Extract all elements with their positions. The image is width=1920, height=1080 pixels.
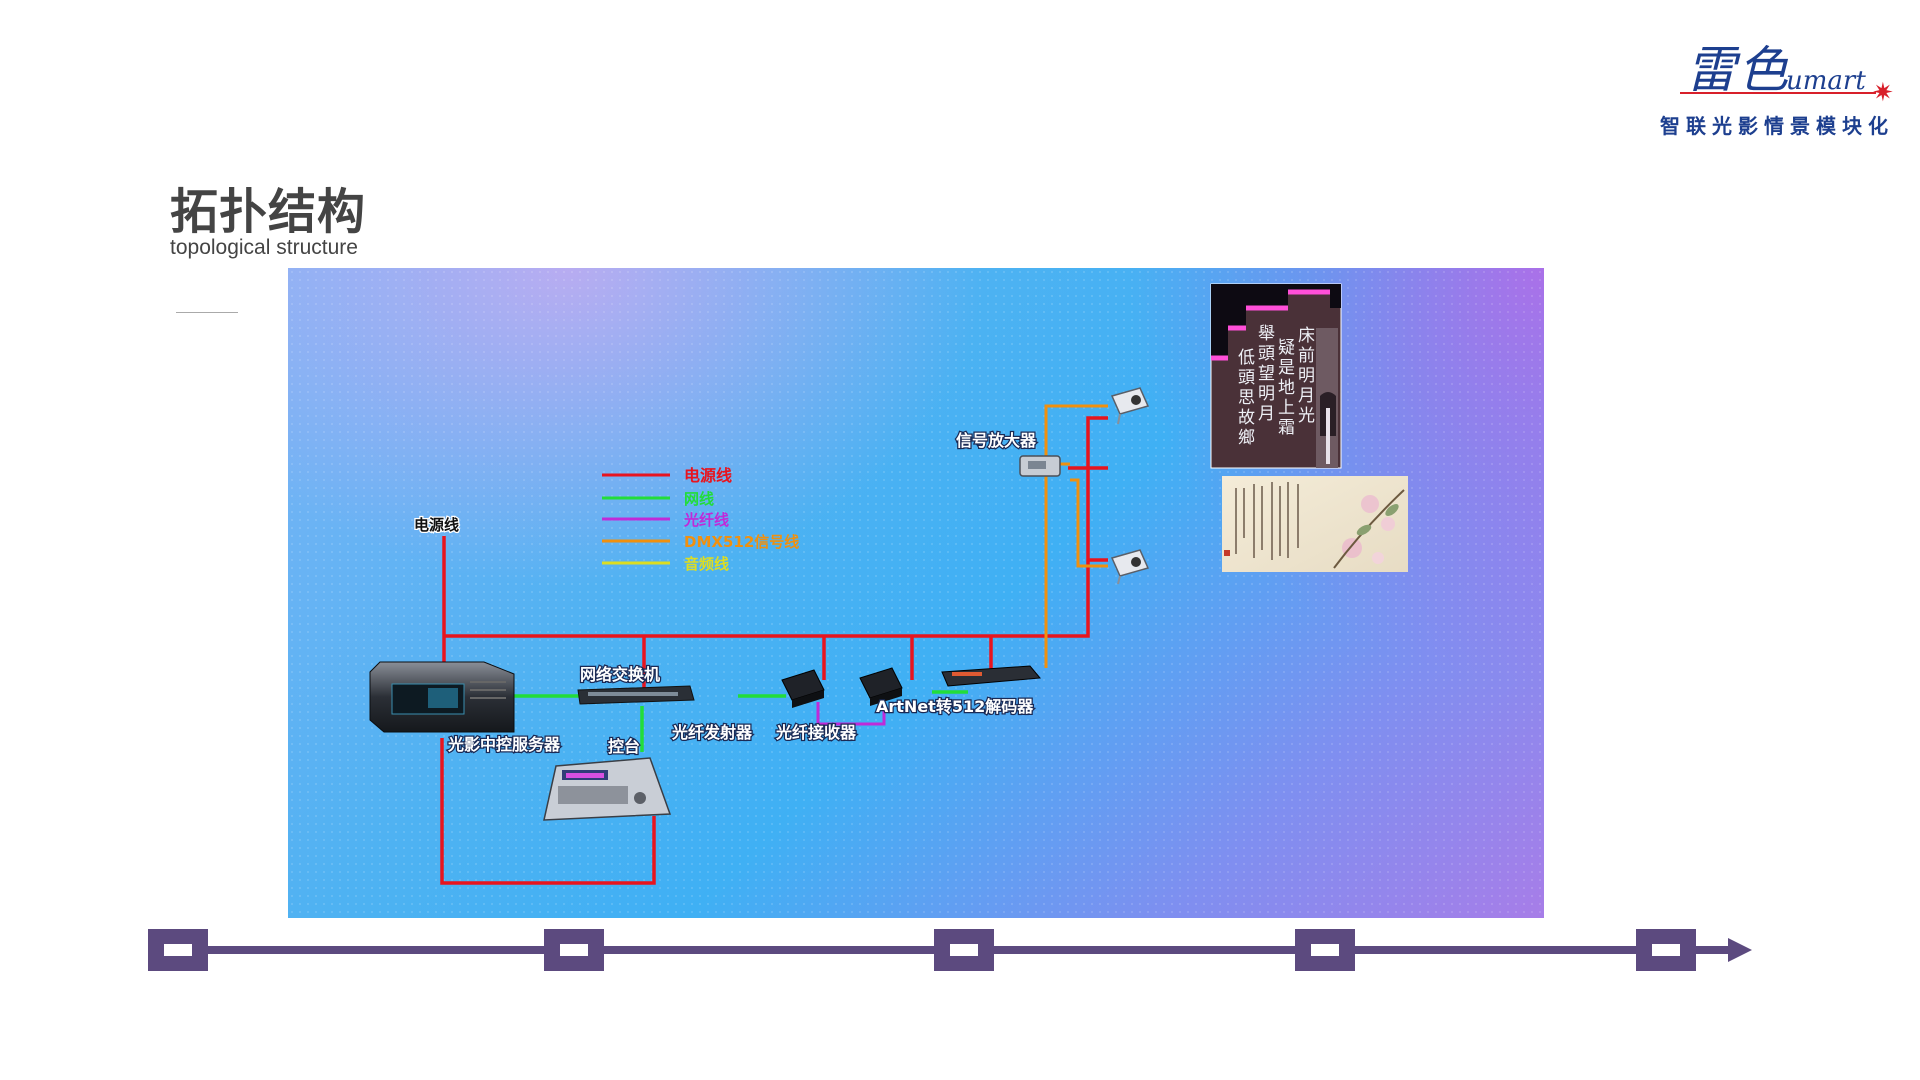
projection-photo-scroll: [1222, 476, 1408, 572]
server-device: [369, 661, 515, 733]
poem-column: 舉頭望明月: [1254, 324, 1275, 424]
timeline-node: [1636, 929, 1696, 971]
fiber-rx-device: [859, 667, 903, 706]
decoder-device: [941, 665, 1041, 687]
switch-device: [577, 685, 695, 705]
legend: 电源线 网线 光纤线 DMX512信号线 音频线: [602, 466, 799, 573]
decoder-label: ArtNet转512解码器: [876, 697, 1034, 716]
legend-label: 网线: [684, 490, 714, 508]
timeline-node: [1295, 929, 1355, 971]
projector-device: [1110, 387, 1150, 425]
page-subtitle: topological structure: [170, 236, 358, 259]
logo-latin: umart: [1786, 66, 1866, 96]
poem-column: 低頭思故鄉: [1234, 348, 1255, 448]
poem-column: 疑是地上霜: [1274, 338, 1295, 438]
legend-label: DMX512信号线: [684, 533, 799, 551]
logo-script: 雷色: [1686, 41, 1790, 99]
logo-underline: [1680, 92, 1876, 94]
page-title: 拓扑结构: [170, 184, 367, 240]
topology-panel: 电源线 网线 光纤线 DMX512信号线 音频线: [288, 268, 1544, 918]
switch-label: 网络交换机: [580, 665, 660, 684]
logo-star-icon: ✷: [1872, 78, 1894, 108]
legend-item-fiber: 光纤线: [602, 511, 729, 529]
dmx-lines: [1044, 404, 1108, 668]
projector-device: [1110, 549, 1150, 585]
poem-column: 床前明月光: [1294, 326, 1315, 426]
console-device: [543, 757, 672, 821]
timeline-decoration: [148, 929, 1752, 971]
timeline-node: [934, 929, 994, 971]
fiber-rx-label: 光纤接收器: [775, 723, 857, 742]
legend-item-power: 电源线: [602, 466, 732, 485]
legend-label: 光纤线: [683, 511, 729, 529]
fiber-lines: [816, 700, 886, 726]
timeline-node: [544, 929, 604, 971]
server-label: 光影中控服务器: [447, 735, 561, 754]
fiber-tx-device: [781, 669, 825, 708]
logo-slogan: 智联光影情景模块化: [1660, 114, 1894, 138]
console-label: 控台: [608, 737, 640, 756]
arrow-right-icon: [1728, 938, 1752, 962]
legend-item-dmx: DMX512信号线: [602, 533, 799, 551]
power-lines: [440, 416, 1108, 885]
amplifier-label: 信号放大器: [956, 431, 1037, 450]
topology-diagram: 电源线 网线 光纤线 DMX512信号线 音频线: [369, 283, 1408, 885]
legend-item-audio: 音频线: [602, 555, 729, 573]
amplifier-device: [1019, 455, 1061, 477]
legend-label: 音频线: [684, 555, 729, 573]
title-divider: [176, 312, 238, 313]
legend-label: 电源线: [684, 466, 732, 485]
projection-photo-building: [1210, 283, 1342, 469]
legend-item-network: 网线: [602, 490, 714, 508]
panel-glow: [288, 268, 988, 588]
timeline-node: [148, 929, 208, 971]
power-input-label: 电源线: [414, 516, 459, 534]
fiber-tx-label: 光纤发射器: [671, 723, 753, 742]
brand-logo: 雷色 umart ✷ 智联光影情景模块化: [1660, 30, 1920, 140]
